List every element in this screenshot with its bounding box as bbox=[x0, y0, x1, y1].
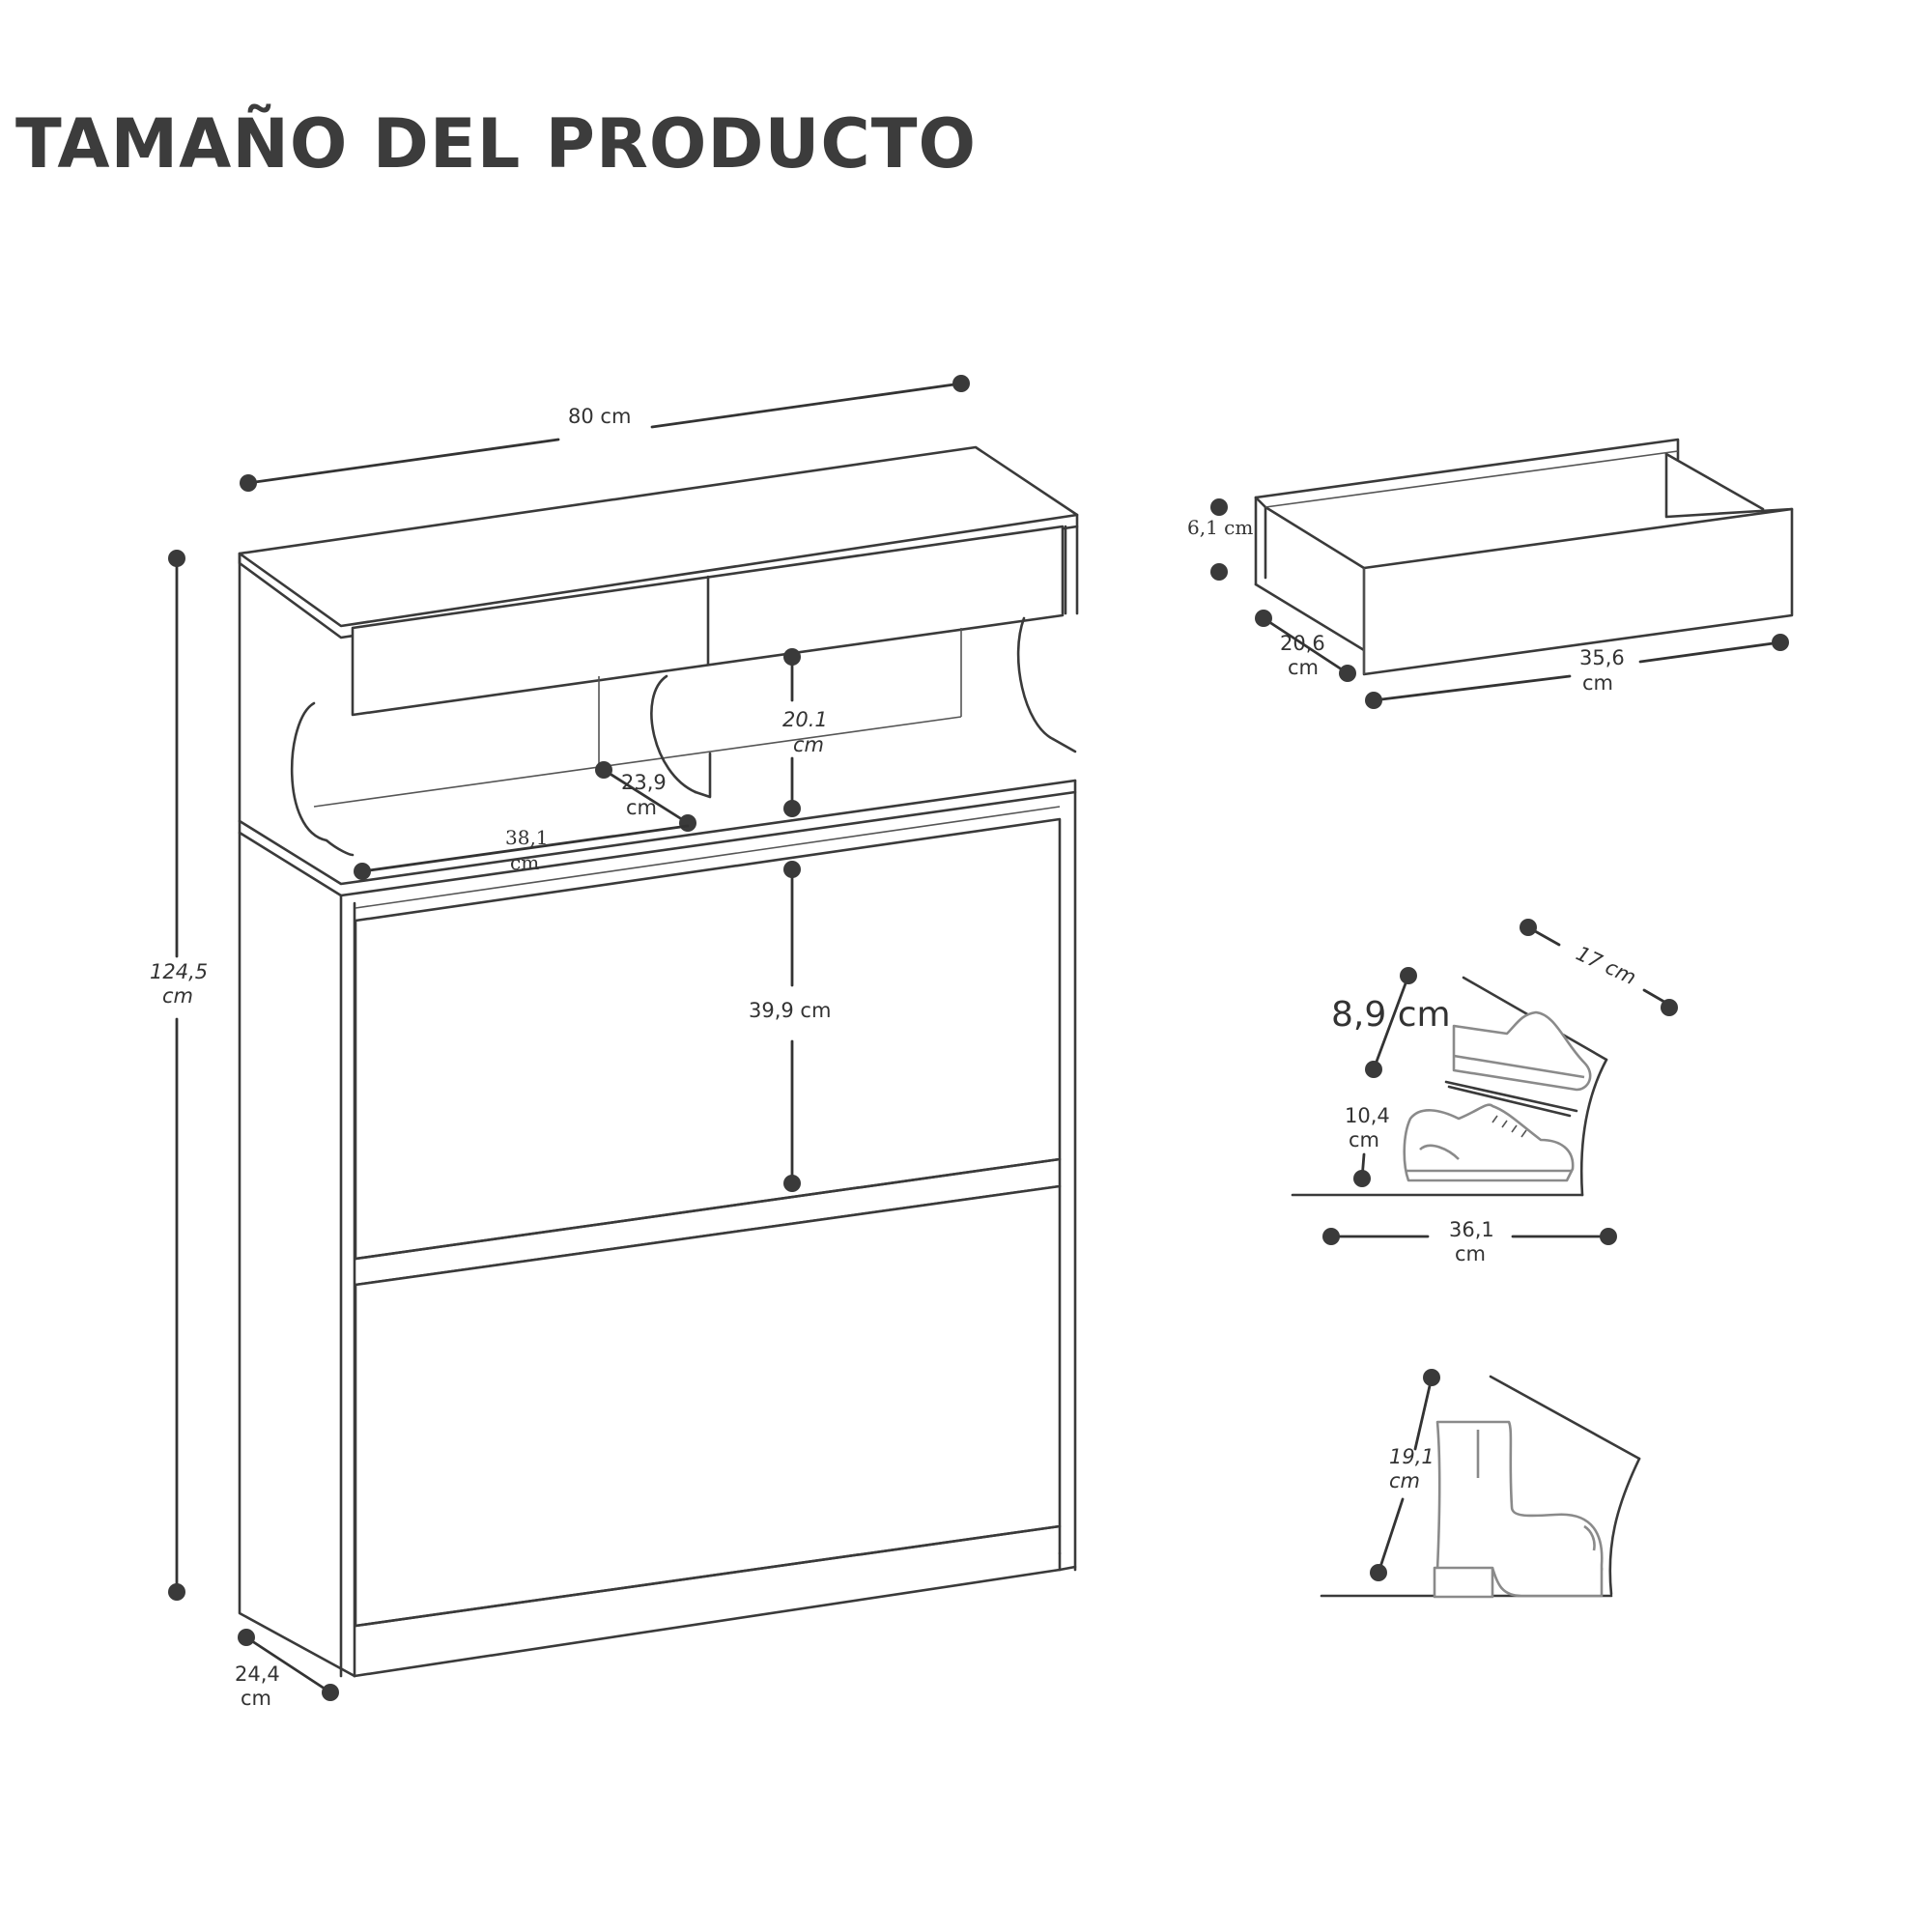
dimension-dot bbox=[1423, 1369, 1440, 1386]
dimension-dot bbox=[679, 814, 696, 832]
dimension-dot bbox=[168, 1583, 185, 1601]
boot-compartment-drawing bbox=[1320, 1375, 1641, 1599]
shelf-depth-value-label: 23,9 bbox=[621, 771, 667, 794]
boot-height-dimension: 19,1 cm bbox=[1370, 1369, 1440, 1581]
shoe-tilt-dimension: 17 cm bbox=[1520, 919, 1678, 1016]
dimension-dot bbox=[1600, 1228, 1617, 1245]
dimension-dot bbox=[238, 1629, 255, 1646]
shelf-width-value-label: 38,1 bbox=[505, 826, 549, 849]
dimension-dot bbox=[1400, 967, 1417, 984]
dimension-dot bbox=[1322, 1228, 1340, 1245]
shelf-height-dimension: 20.1 cm bbox=[782, 648, 828, 817]
boot-height-unit-label: cm bbox=[1389, 1469, 1420, 1492]
width-label: 80 cm bbox=[568, 405, 631, 428]
shoe-compartment-drawing bbox=[1291, 976, 1608, 1197]
page-title: TAMAÑO DEL PRODUCTO bbox=[15, 104, 977, 184]
dimension-dot bbox=[322, 1684, 339, 1701]
depth-unit-label: cm bbox=[241, 1687, 271, 1710]
sneaker-icon bbox=[1452, 1010, 1592, 1092]
dimension-dot bbox=[1661, 999, 1678, 1016]
shoe-width-value-label: 36,1 bbox=[1449, 1218, 1494, 1241]
dimension-dot bbox=[1370, 1564, 1387, 1581]
depth-value-label: 24,4 bbox=[235, 1662, 280, 1686]
dimension-dot bbox=[1339, 665, 1356, 682]
shelf-height-value-label: 20.1 bbox=[782, 708, 828, 731]
shoe-lower-height-unit-label: cm bbox=[1349, 1128, 1379, 1151]
boot-icon bbox=[1433, 1420, 1604, 1599]
dimension-dot bbox=[952, 375, 970, 392]
drawer-depth-value-label: 20,6 bbox=[1280, 632, 1325, 655]
drawer-depth-unit-label: cm bbox=[1288, 656, 1319, 679]
dimension-dot bbox=[1210, 498, 1228, 516]
running-shoe-icon bbox=[1403, 1103, 1575, 1182]
dimension-dot bbox=[1255, 610, 1272, 627]
shoe-lower-height-value-label: 10,4 bbox=[1345, 1104, 1390, 1127]
drawer-height-label: 6,1 cm bbox=[1187, 516, 1253, 539]
dimension-dot bbox=[783, 1175, 801, 1192]
dimension-dot bbox=[1353, 1170, 1371, 1187]
width-dimension: 80 cm bbox=[240, 375, 970, 492]
shelf-depth-unit-label: cm bbox=[626, 796, 657, 819]
dimension-dot bbox=[1365, 1061, 1382, 1078]
shelf-height-unit-label: cm bbox=[793, 733, 824, 756]
shoe-tilt-label: 17 cm bbox=[1573, 942, 1639, 989]
shelf-depth-dimension: 23,9 cm bbox=[595, 761, 696, 832]
drawer-height-dimension: 6,1 cm bbox=[1187, 498, 1253, 581]
compartment-height-label: 39,9 cm bbox=[749, 999, 831, 1022]
shoe-width-unit-label: cm bbox=[1455, 1242, 1486, 1265]
height-value-label: 124,5 bbox=[150, 960, 208, 983]
drawer-drawing bbox=[1254, 438, 1794, 676]
height-dimension: 124,5 cm bbox=[150, 550, 208, 1601]
dimension-dot bbox=[1520, 919, 1537, 936]
dimension-dot bbox=[354, 863, 371, 880]
dimension-dot bbox=[1210, 563, 1228, 581]
shoe-upper-height-dimension: 8,9 cm bbox=[1331, 967, 1451, 1078]
shoe-lower-height-dimension: 10,4 cm bbox=[1345, 1104, 1390, 1187]
shoe-upper-height-label: 8,9 cm bbox=[1331, 995, 1451, 1035]
shelf-width-dimension: 38,1 cm bbox=[354, 824, 690, 880]
drawer-width-dimension: 35,6 cm bbox=[1365, 634, 1789, 709]
drawer-depth-dimension: 20,6 cm bbox=[1255, 610, 1356, 682]
boot-height-value-label: 19,1 bbox=[1389, 1445, 1435, 1468]
dimension-dot bbox=[783, 648, 801, 666]
dimension-dot bbox=[783, 861, 801, 878]
compartment-height-dimension: 39,9 cm bbox=[749, 861, 831, 1192]
dimension-dot bbox=[168, 550, 185, 567]
dimension-dot bbox=[1772, 634, 1789, 651]
dimension-dot bbox=[783, 800, 801, 817]
cabinet-drawing bbox=[238, 445, 1079, 1678]
drawer-width-unit-label: cm bbox=[1582, 671, 1613, 695]
dimension-dot bbox=[595, 761, 612, 779]
dimension-dot bbox=[240, 474, 257, 492]
depth-dimension: 24,4 cm bbox=[235, 1629, 339, 1710]
dimension-dot bbox=[1365, 692, 1382, 709]
shelf-width-unit-label: cm bbox=[510, 851, 539, 874]
shoe-width-dimension: 36,1 cm bbox=[1322, 1218, 1617, 1265]
drawer-width-value-label: 35,6 bbox=[1579, 646, 1625, 669]
height-unit-label: cm bbox=[162, 984, 193, 1008]
